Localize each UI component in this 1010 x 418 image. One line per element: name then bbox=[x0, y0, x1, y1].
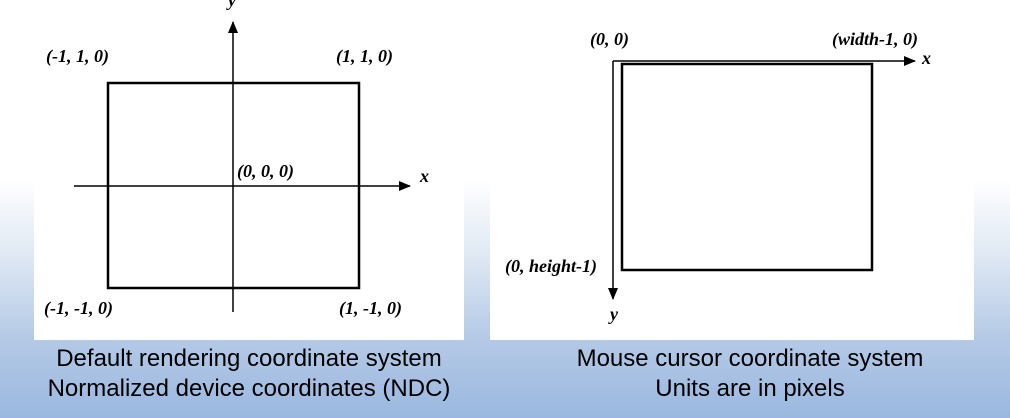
mouse-caption: Mouse cursor coordinate system Units are… bbox=[500, 344, 1000, 404]
ndc-corner-bottom-right-label: (1, -1, 0) bbox=[339, 298, 402, 319]
ndc-corner-top-left-label: (-1, 1, 0) bbox=[46, 46, 109, 67]
ndc-diagram: x y (-1, 1, 0) (1, 1, 0) (0, 0, 0) (-1, … bbox=[44, 0, 429, 319]
mouse-panel bbox=[490, 0, 974, 340]
ndc-corner-top-right-label: (1, 1, 0) bbox=[336, 46, 393, 67]
mouse-caption-line2: Units are in pixels bbox=[655, 375, 845, 402]
mouse-caption-line1: Mouse cursor coordinate system bbox=[576, 345, 924, 372]
ndc-origin-label: (0, 0, 0) bbox=[237, 161, 294, 182]
ndc-corner-bottom-left-label: (-1, -1, 0) bbox=[44, 298, 113, 319]
ndc-y-axis-label: y bbox=[226, 0, 237, 10]
mouse-diagram: x y (0, 0) (width-1, 0) (0, height-1) bbox=[505, 29, 931, 324]
ndc-caption: Default rendering coordinate system Norm… bbox=[14, 344, 484, 404]
ndc-panel bbox=[34, 0, 464, 340]
ndc-x-axis-label: x bbox=[419, 166, 429, 186]
mouse-y-axis-label: y bbox=[608, 304, 619, 324]
ndc-caption-line1: Default rendering coordinate system bbox=[56, 345, 442, 372]
mouse-origin-label: (0, 0) bbox=[590, 29, 629, 50]
ndc-caption-line2: Normalized device coordinates (NDC) bbox=[47, 375, 451, 402]
mouse-corner-bottom-left-label: (0, height-1) bbox=[505, 256, 597, 277]
mouse-window-rect bbox=[620, 62, 874, 272]
mouse-x-axis-label: x bbox=[921, 48, 931, 68]
mouse-corner-top-right-label: (width-1, 0) bbox=[832, 29, 918, 50]
